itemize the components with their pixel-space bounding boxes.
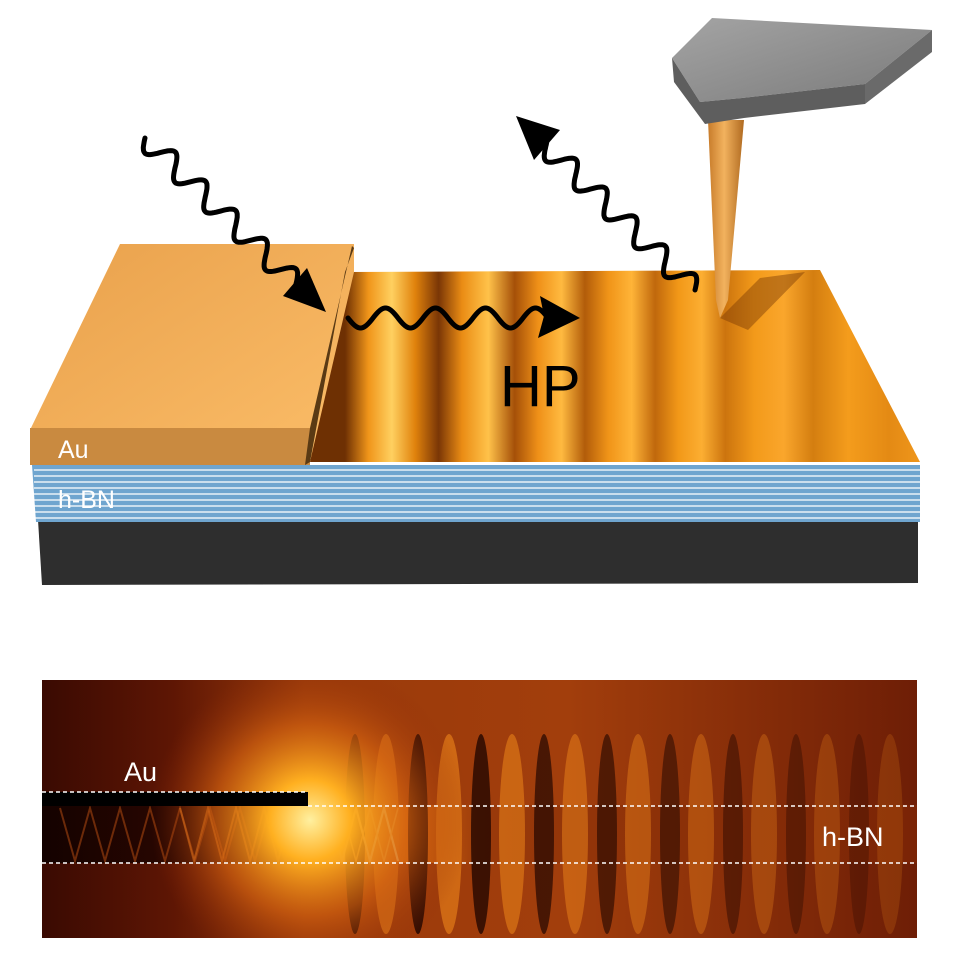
gold-block-edge [305, 246, 354, 465]
label-au-bottom: Au [124, 757, 157, 787]
hp-wavy-arrow-icon [345, 305, 551, 331]
label-au-top: Au [58, 436, 89, 464]
tip-shadow [720, 272, 805, 330]
gold-block-front [30, 428, 310, 465]
au-film [42, 792, 308, 806]
cantilever-side [672, 58, 865, 124]
scattered-wavy-arrow-icon [541, 130, 700, 293]
label-hp: HP [500, 354, 581, 419]
hbn-top-surface [310, 270, 920, 462]
gold-block-top [30, 244, 354, 462]
hbn-layer-lines [34, 469, 920, 519]
label-hbn-top: h-BN [58, 486, 115, 514]
edge-glow [42, 680, 917, 938]
label-hbn-bottom: h-BN [822, 822, 884, 852]
incident-arrowhead [283, 268, 326, 312]
cantilever-edge [865, 30, 932, 104]
incident-wavy-arrow-icon [140, 135, 301, 300]
cantilever-top [672, 18, 932, 102]
substrate-front [38, 520, 918, 585]
hp-arrowhead [538, 296, 580, 338]
scattered-arrowhead [516, 116, 560, 160]
field-map [42, 680, 917, 938]
afm-tip-icon [708, 120, 744, 318]
